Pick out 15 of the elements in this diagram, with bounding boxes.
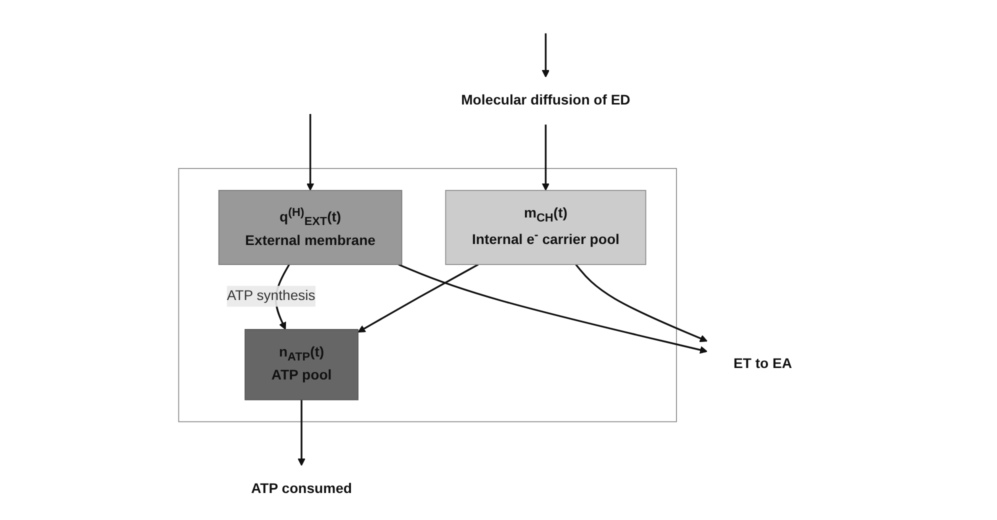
edge-label: ATP synthesis bbox=[226, 288, 316, 304]
arrow bbox=[306, 114, 314, 191]
arrow bbox=[298, 400, 306, 466]
node-box: q$^{(H)}$$_{EXT}$(t) External membrane bbox=[218, 190, 402, 265]
arrow bbox=[542, 33, 550, 78]
node-box: m$_{CH}$(t) Internal e$^{-}$ carrier pool bbox=[445, 190, 646, 265]
node-text: ATP consumed bbox=[251, 481, 352, 496]
arrow bbox=[358, 264, 479, 333]
arrow bbox=[575, 264, 708, 342]
arrow bbox=[542, 124, 550, 191]
arrow bbox=[398, 264, 708, 354]
node-text: ET to EA bbox=[734, 356, 792, 372]
node-box: n$_{ATP}$(t) ATP pool bbox=[244, 329, 358, 400]
cluster bbox=[178, 168, 677, 422]
node-text: Molecular diffusion of ED bbox=[461, 93, 630, 108]
